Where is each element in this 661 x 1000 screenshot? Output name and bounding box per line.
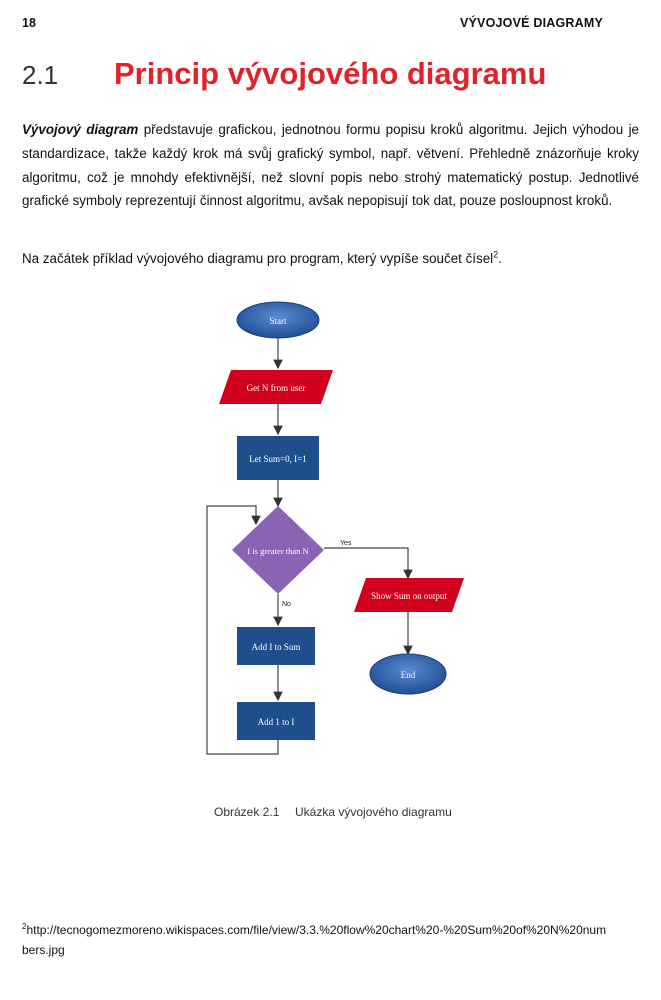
section-number: 2.1 [22, 60, 59, 90]
footnote-reference: 2 [493, 249, 499, 260]
init-box: Let Sum=0, I=1 [237, 436, 319, 480]
flowchart-diagram: Start Get N from user Let Sum=0, I=1 I i… [206, 301, 464, 755]
start-terminal: Start [236, 301, 320, 339]
footnote-number: 2 [22, 922, 27, 931]
yes-label: Yes [340, 540, 352, 547]
increment-label: Add 1 to I [258, 717, 295, 727]
page-header: 18 VÝVOJOVÉ DIAGRAMY [22, 16, 603, 34]
defined-term: Vývojový diagram [22, 122, 139, 137]
example-paragraph-text: Na začátek příklad vývojového diagramu p… [22, 251, 494, 266]
footnote-url[interactable]: http://tecnogomezmoreno.wikispaces.com/f… [22, 923, 607, 957]
increment-box: Add 1 to I [237, 702, 315, 740]
output-box: Show Sum on output [354, 578, 464, 612]
output-label: Show Sum on output [371, 591, 447, 601]
section-heading: 2.1 Princip vývojového diagramu [22, 56, 639, 100]
input-label: Get N from user [247, 383, 306, 393]
example-paragraph: Na začátek příklad vývojového diagramu p… [22, 247, 639, 271]
example-paragraph-end: . [498, 251, 502, 266]
running-title: VÝVOJOVÉ DIAGRAMY [459, 16, 603, 30]
no-label: No [282, 601, 291, 608]
add-sum-box: Add I to Sum [237, 627, 315, 665]
input-box: Get N from user [219, 370, 333, 404]
intro-paragraph: Vývojový diagram představuje grafickou, … [22, 118, 639, 213]
caption-text: Ukázka vývojového diagramu [295, 805, 452, 819]
intro-paragraph-text: představuje grafickou, jednotnou formu p… [22, 122, 639, 209]
init-label: Let Sum=0, I=1 [249, 454, 306, 464]
end-terminal: End [369, 653, 447, 695]
section-title: Princip vývojového diagramu [114, 56, 547, 91]
caption-label: Obrázek 2.1 [214, 805, 280, 819]
flow-connectors [206, 338, 413, 755]
decision-diamond: I is greater than N [232, 506, 324, 594]
footnote: 2http://tecnogomezmoreno.wikispaces.com/… [22, 920, 611, 960]
page-number: 18 [22, 16, 36, 30]
decision-label: I is greater than N [247, 546, 308, 556]
end-label: End [401, 670, 416, 680]
start-label: Start [270, 316, 287, 326]
add-sum-label: Add I to Sum [252, 642, 301, 652]
